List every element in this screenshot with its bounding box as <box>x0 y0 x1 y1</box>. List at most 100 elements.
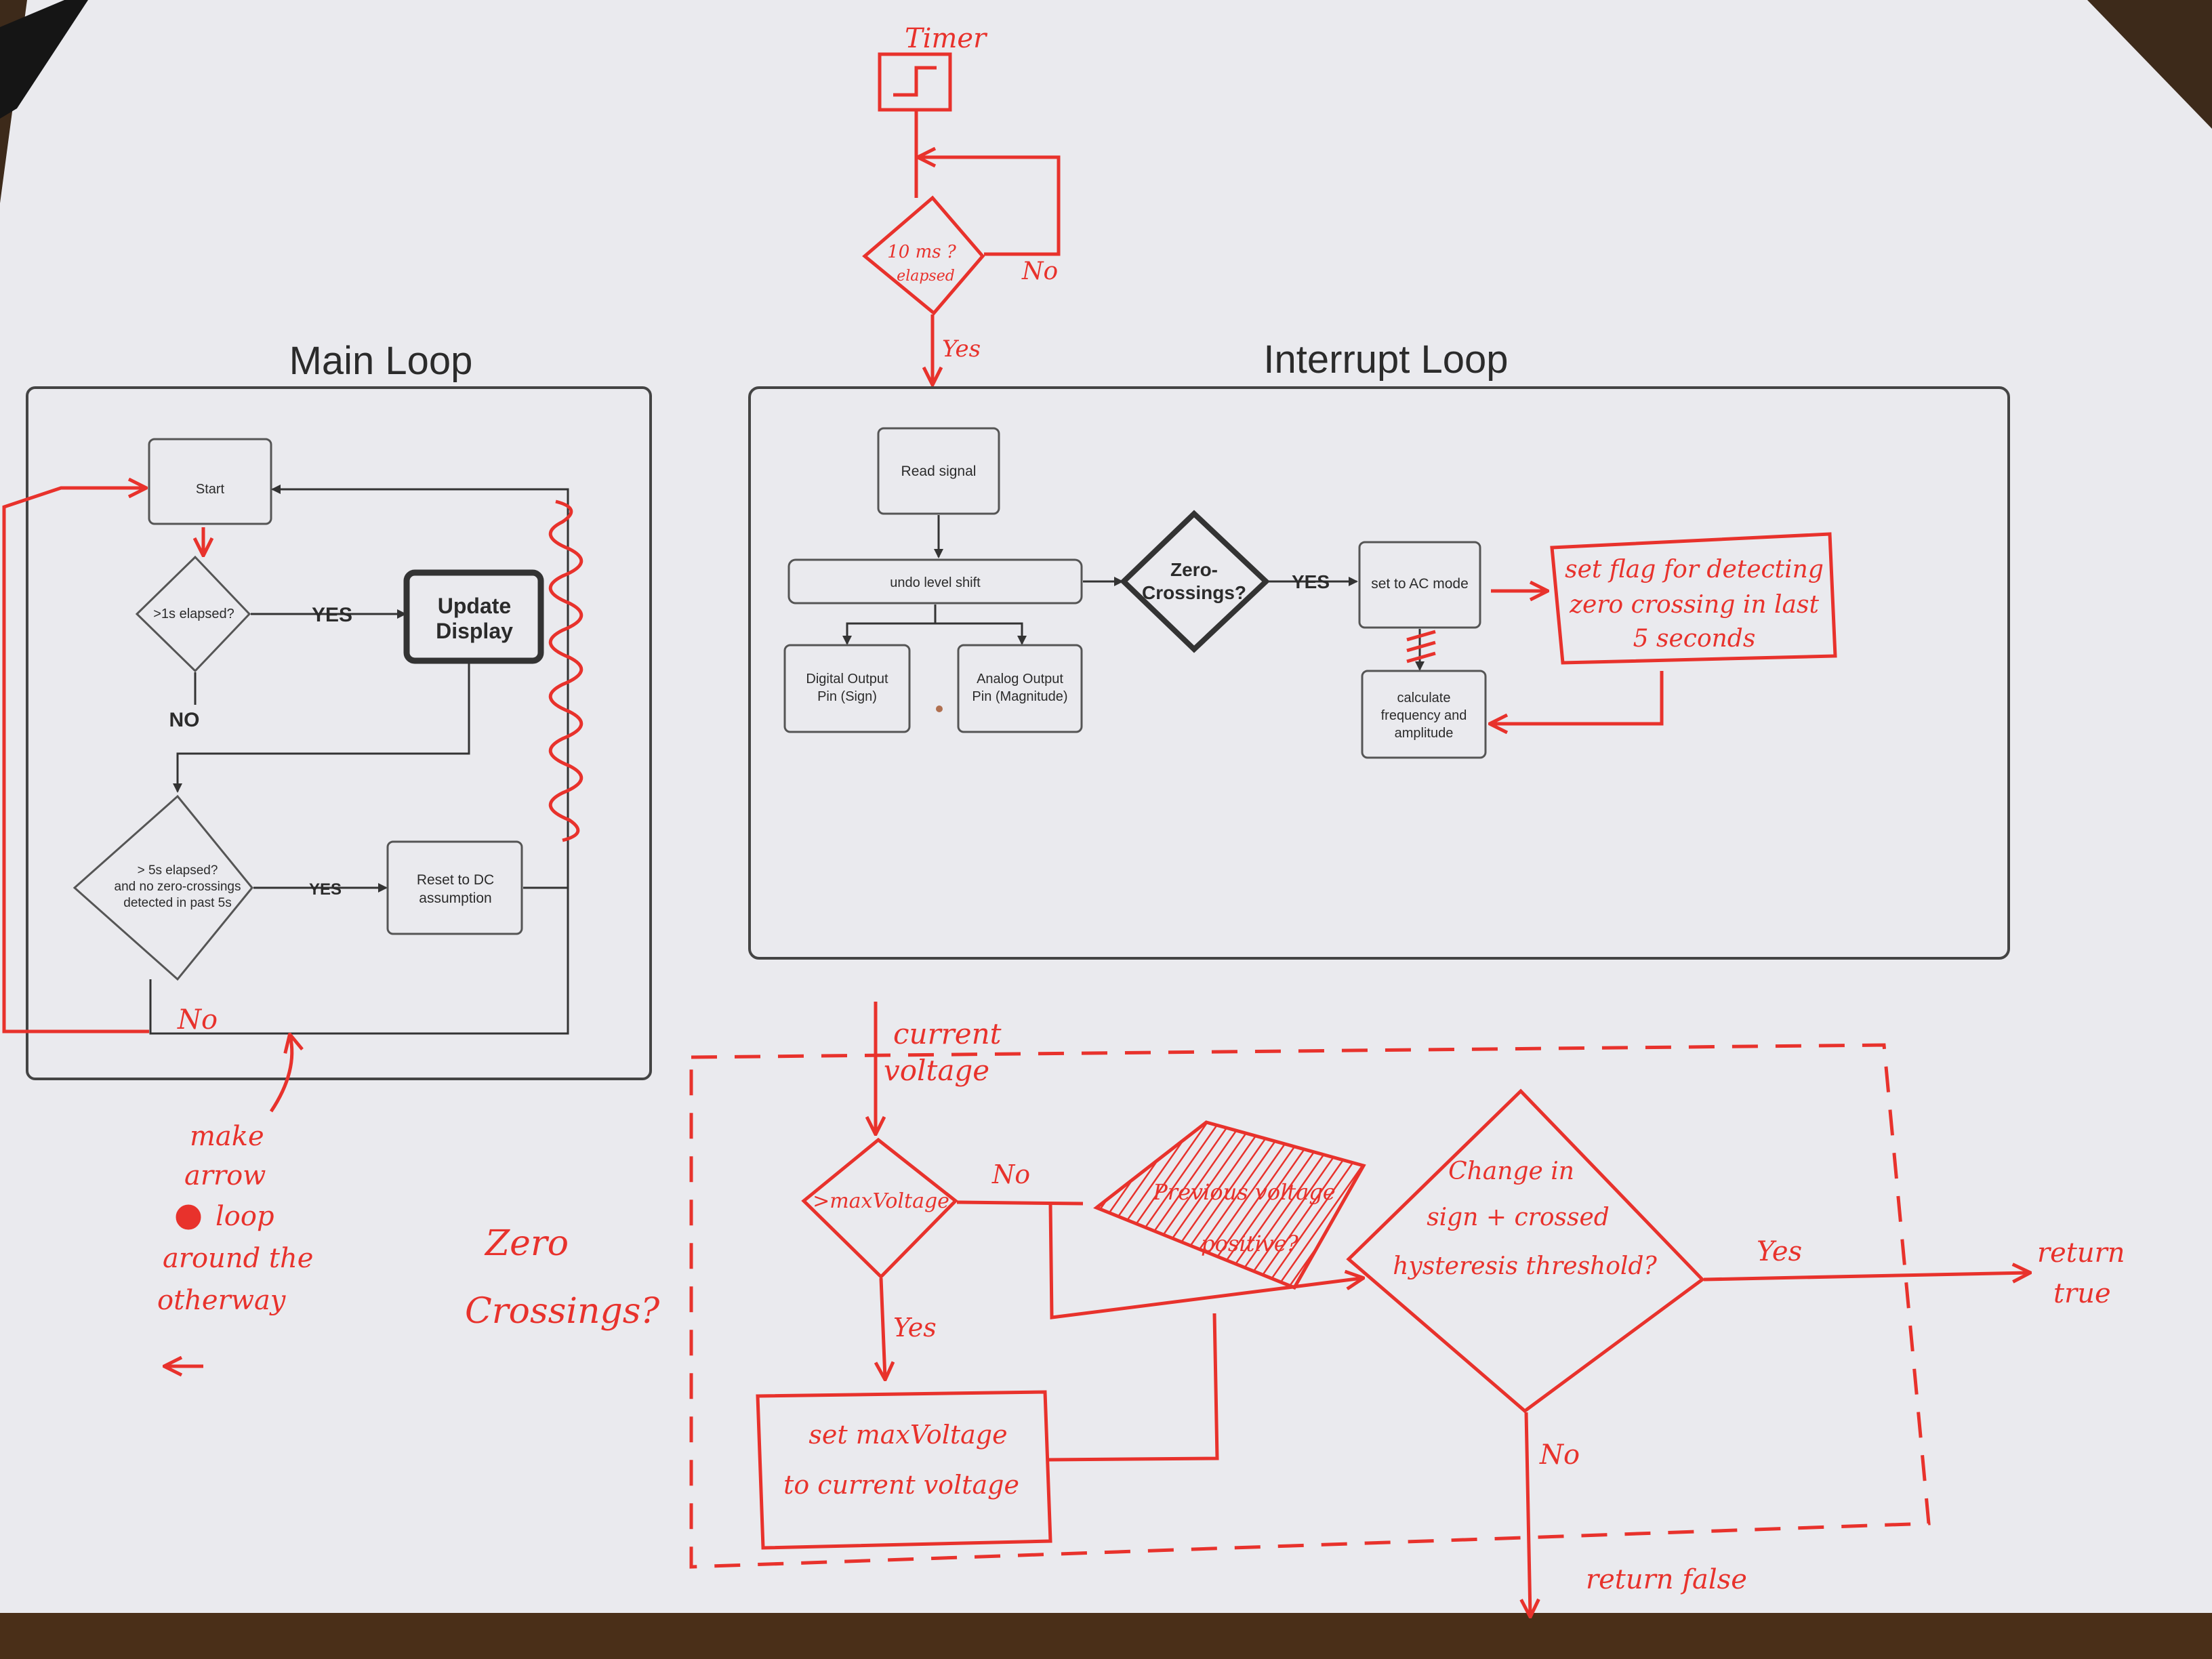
analog-output-box <box>957 644 1083 733</box>
read-signal-label: Read signal <box>901 464 977 479</box>
update-display-box <box>403 569 544 664</box>
no-top-label: No <box>1021 258 1058 285</box>
make-arrow-label-4: around the <box>163 1243 313 1274</box>
no-main-label: No <box>177 1004 218 1036</box>
analog-label-2: Pin (Magnitude) <box>972 689 1067 704</box>
update-return-line <box>173 663 470 793</box>
zero-label-2: Crossings? <box>1142 582 1246 603</box>
flag-to-calc-arrow <box>1491 671 1664 724</box>
current-label-1: current <box>893 1017 1002 1050</box>
change-no-label: No <box>1539 1439 1580 1471</box>
red-loop-outer <box>2 488 149 1033</box>
max-yes-label: Yes <box>893 1313 937 1343</box>
check-5s-label-2: and no zero-crossings <box>115 880 241 894</box>
check-5s-label-1: > 5s elapsed? <box>138 863 218 878</box>
ten-ms-diamond <box>862 195 985 316</box>
zero-crossings-note-2: Crossings? <box>465 1291 660 1332</box>
check-1s-diamond <box>135 555 251 673</box>
change-yes-label: Yes <box>1757 1236 1802 1267</box>
interrupt-loop: Interrupt Loop Read signal undo level sh… <box>748 337 2010 960</box>
zero-label-1: Zero- <box>1170 559 1218 580</box>
ac-mode-box <box>1358 541 1481 629</box>
make-arrow-label-5: otherway <box>157 1285 287 1316</box>
zero-yes-label: YES <box>1292 571 1330 592</box>
undo-split-left <box>842 605 937 645</box>
yes-1-label: YES <box>312 604 352 626</box>
calc-label-3: amplitude <box>1395 726 1454 741</box>
set-max-label-1: set maxVoltage <box>808 1420 1007 1450</box>
start-label: Start <box>196 482 225 497</box>
prev-label-2: positive? <box>1201 1231 1299 1256</box>
undo-shift-label: undo level shift <box>890 575 981 590</box>
dashed-frame <box>689 1043 1931 1569</box>
max-no-line <box>956 1200 1084 1206</box>
zero-crossing-flow: current voltage >maxVoltage No Previous … <box>689 1002 2125 1616</box>
reset-label-2: assumption <box>419 890 491 906</box>
digital-label-1: Digital Output <box>806 672 888 687</box>
update-label-1: Update <box>438 594 511 618</box>
set-max-label-2: to current voltage <box>783 1470 1019 1500</box>
read-signal-box <box>877 427 1000 515</box>
start-box <box>148 438 272 525</box>
flag-label-2: zero crossing in last <box>1569 591 1819 619</box>
return-false-label: return false <box>1586 1564 1747 1595</box>
max-voltage-label: >maxVoltage <box>813 1189 949 1213</box>
flag-label-3: 5 seconds <box>1633 625 1756 653</box>
main-loop-title: Main Loop <box>289 339 473 383</box>
ac-mode-label: set to AC mode <box>1371 576 1469 592</box>
digital-output-box <box>783 644 911 733</box>
stray-dot <box>936 705 943 712</box>
yes-top-label: Yes <box>942 335 981 363</box>
max-voltage-diamond <box>801 1137 958 1279</box>
check-1s-label: >1s elapsed? <box>153 607 234 621</box>
return-true-label-1: return <box>2037 1237 2125 1269</box>
table-edge <box>0 1613 2212 1659</box>
timer-step-icon <box>893 66 937 97</box>
make-arrow-label-2: arrow <box>184 1160 266 1191</box>
zero-crossings-note-1: Zero <box>484 1223 569 1264</box>
yes-2-label: YES <box>309 880 342 899</box>
main-loop-frame <box>26 386 652 1080</box>
undo-split-right <box>935 622 1027 645</box>
zero-crossings-diamond <box>1120 510 1270 653</box>
make-arrow-label-3: loop <box>216 1201 274 1232</box>
prev-label-1: Previous voltage <box>1152 1179 1335 1205</box>
calc-label-2: frequency and <box>1381 708 1467 723</box>
change-yes-arrow <box>1703 1273 2029 1279</box>
ac-calc-cross-3 <box>1406 651 1436 663</box>
main-loop-bottom <box>149 888 569 1035</box>
ac-calc-cross-1 <box>1406 630 1436 642</box>
ten-ms-label-2: elapsed <box>897 268 955 285</box>
pen <box>0 0 88 119</box>
make-arrow-label-1: make <box>190 1121 264 1152</box>
return-true-label-2: true <box>2053 1278 2111 1309</box>
change-label-2: sign + crossed <box>1427 1204 1610 1231</box>
main-loop: Main Loop Start >1s elapsed? YES Update … <box>26 339 652 1080</box>
digital-label-2: Pin (Sign) <box>817 689 877 704</box>
reset-label-1: Reset to DC <box>417 872 494 888</box>
max-no-label: No <box>991 1160 1030 1189</box>
squiggle-scribble <box>548 499 583 842</box>
calculate-box <box>1361 670 1487 759</box>
analog-label-1: Analog Output <box>977 672 1063 687</box>
calc-label-1: calculate <box>1397 691 1451 705</box>
change-label-1: Change in <box>1448 1158 1574 1185</box>
max-yes-arrow <box>881 1277 885 1378</box>
reset-dc-box <box>386 840 523 935</box>
interrupt-loop-title: Interrupt Loop <box>1263 337 1508 382</box>
check-5s-diamond <box>73 794 253 981</box>
set-max-box <box>756 1390 1052 1550</box>
ac-calc-cross-2 <box>1406 640 1436 653</box>
no-1-label: NO <box>169 709 200 731</box>
change-no-arrow <box>1526 1412 1530 1616</box>
ten-ms-no-loop <box>919 157 1061 256</box>
red-annotations: Timer 10 ms ? elapsed No Yes set flag fo… <box>2 23 1837 1366</box>
change-label-3: hysteresis threshold? <box>1393 1252 1657 1280</box>
main-loop-return <box>271 485 569 889</box>
flag-box <box>1550 532 1837 665</box>
timer-label: Timer <box>905 23 988 54</box>
make-arrow-pointer <box>269 1036 292 1113</box>
